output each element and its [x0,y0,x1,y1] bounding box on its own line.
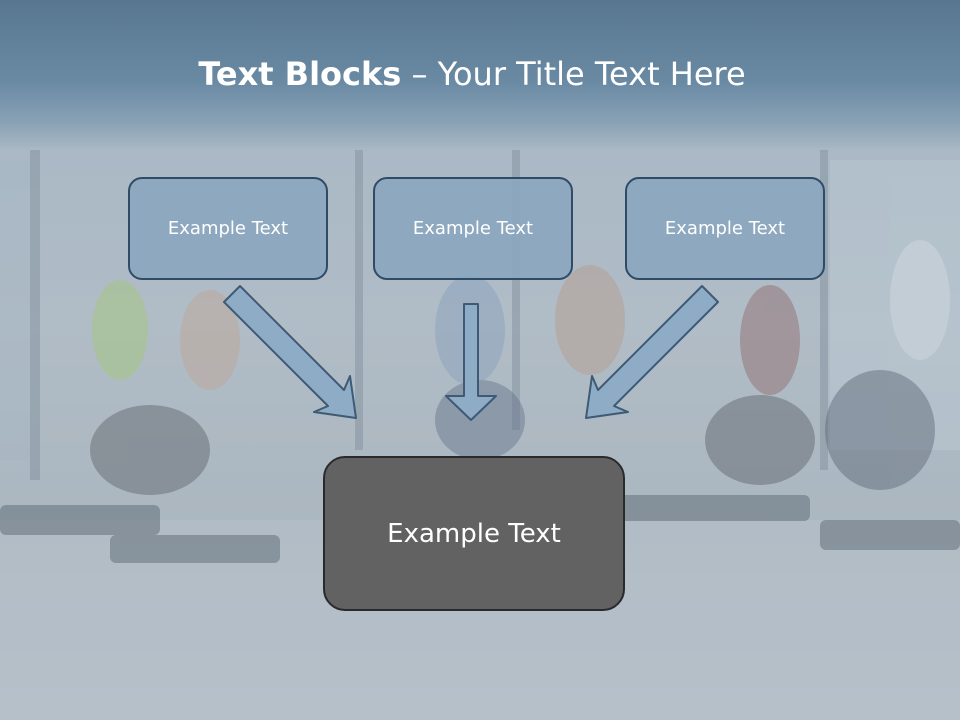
person-torso [890,240,950,360]
person-legs [90,405,210,495]
window-frame-mid3 [820,150,828,470]
person-torso [92,280,148,380]
step-platforms [0,495,960,563]
step-platform [110,535,280,563]
slide-title[interactable]: Text Blocks – Your Title Text Here [0,54,944,94]
title-dash: – [411,55,428,93]
window-frame-left [30,150,40,480]
title-bold-text: Text Blocks [198,55,402,93]
window-panes [0,150,960,480]
result-text-block[interactable]: Example Text [323,456,625,611]
text-block-1-label: Example Text [167,218,289,239]
window-glass-left [0,160,30,460]
step-platform [820,520,960,550]
text-block-3-label: Example Text [664,218,786,239]
person-torso [740,285,800,395]
window-glass-right [830,160,960,450]
title-rest-text: Your Title Text Here [437,55,746,93]
result-text-block-label: Example Text [387,518,561,549]
text-block-3[interactable]: Example Text [625,177,825,280]
text-block-1[interactable]: Example Text [128,177,328,280]
window-frame-mid2 [512,150,520,430]
step-platform [0,505,160,535]
title-band [0,0,960,150]
window-frame-mid1 [355,150,363,450]
person-legs [825,370,935,490]
text-block-2[interactable]: Example Text [373,177,573,280]
text-block-2-label: Example Text [412,218,534,239]
step-platform [600,495,810,521]
person-legs [705,395,815,485]
